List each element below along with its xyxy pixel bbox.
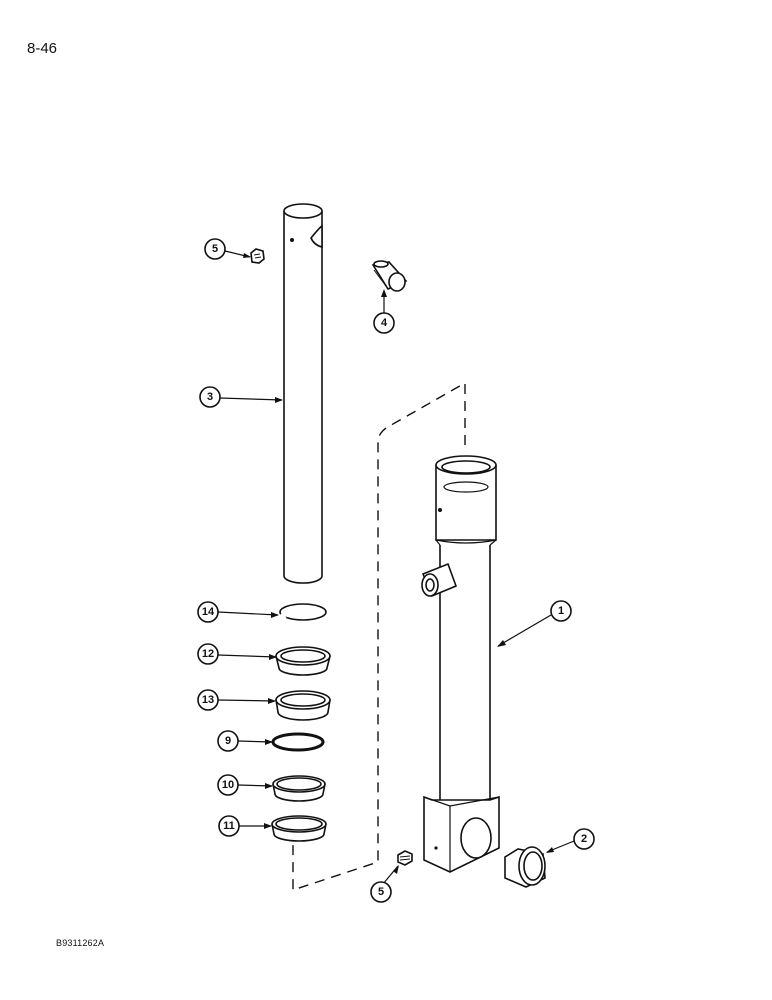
svg-text:10: 10 bbox=[222, 779, 234, 791]
callout-10: 10 bbox=[217, 774, 239, 796]
svg-text:14: 14 bbox=[202, 606, 215, 618]
callout-4: 4 bbox=[373, 312, 395, 334]
callout-11: 11 bbox=[218, 815, 240, 837]
svg-text:13: 13 bbox=[202, 694, 214, 706]
assembly-dashed-line bbox=[292, 381, 466, 891]
bushing-part-2 bbox=[504, 846, 546, 888]
tube-part-3 bbox=[283, 203, 323, 584]
callout-13: 13 bbox=[197, 689, 219, 711]
svg-text:2: 2 bbox=[581, 833, 587, 845]
svg-text:11: 11 bbox=[223, 820, 235, 832]
bushing-part-4 bbox=[371, 260, 408, 292]
ring-part-10 bbox=[272, 775, 326, 802]
svg-text:5: 5 bbox=[212, 243, 218, 255]
svg-text:9: 9 bbox=[225, 735, 231, 747]
leader-arrowheads bbox=[243, 253, 554, 874]
cylinder-part-1 bbox=[421, 455, 500, 873]
svg-text:12: 12 bbox=[202, 648, 214, 660]
seal-part-12 bbox=[275, 646, 331, 676]
callout-9: 9 bbox=[217, 730, 239, 752]
ring-part-14 bbox=[279, 603, 327, 621]
callout-14: 14 bbox=[197, 601, 219, 623]
svg-text:3: 3 bbox=[207, 391, 213, 403]
page-number: 8-46 bbox=[27, 40, 58, 57]
figure-code: B9311262A bbox=[56, 938, 105, 948]
fitting-part-5-top bbox=[250, 248, 265, 264]
callout-3: 3 bbox=[199, 386, 221, 408]
seal-part-13 bbox=[275, 690, 331, 721]
callout-12: 12 bbox=[197, 643, 219, 665]
callout-5-top: 5 bbox=[204, 238, 226, 260]
svg-text:5: 5 bbox=[378, 886, 384, 898]
svg-text:4: 4 bbox=[381, 317, 388, 329]
fitting-part-5-bottom bbox=[397, 850, 413, 866]
leader-lines bbox=[217, 250, 575, 885]
callout-1: 1 bbox=[550, 600, 572, 622]
callout-2: 2 bbox=[573, 828, 595, 850]
svg-text:1: 1 bbox=[558, 605, 564, 617]
ring-part-11 bbox=[271, 815, 327, 842]
o-ring-part-9 bbox=[271, 732, 325, 752]
callout-5-bottom: 5 bbox=[370, 881, 392, 903]
